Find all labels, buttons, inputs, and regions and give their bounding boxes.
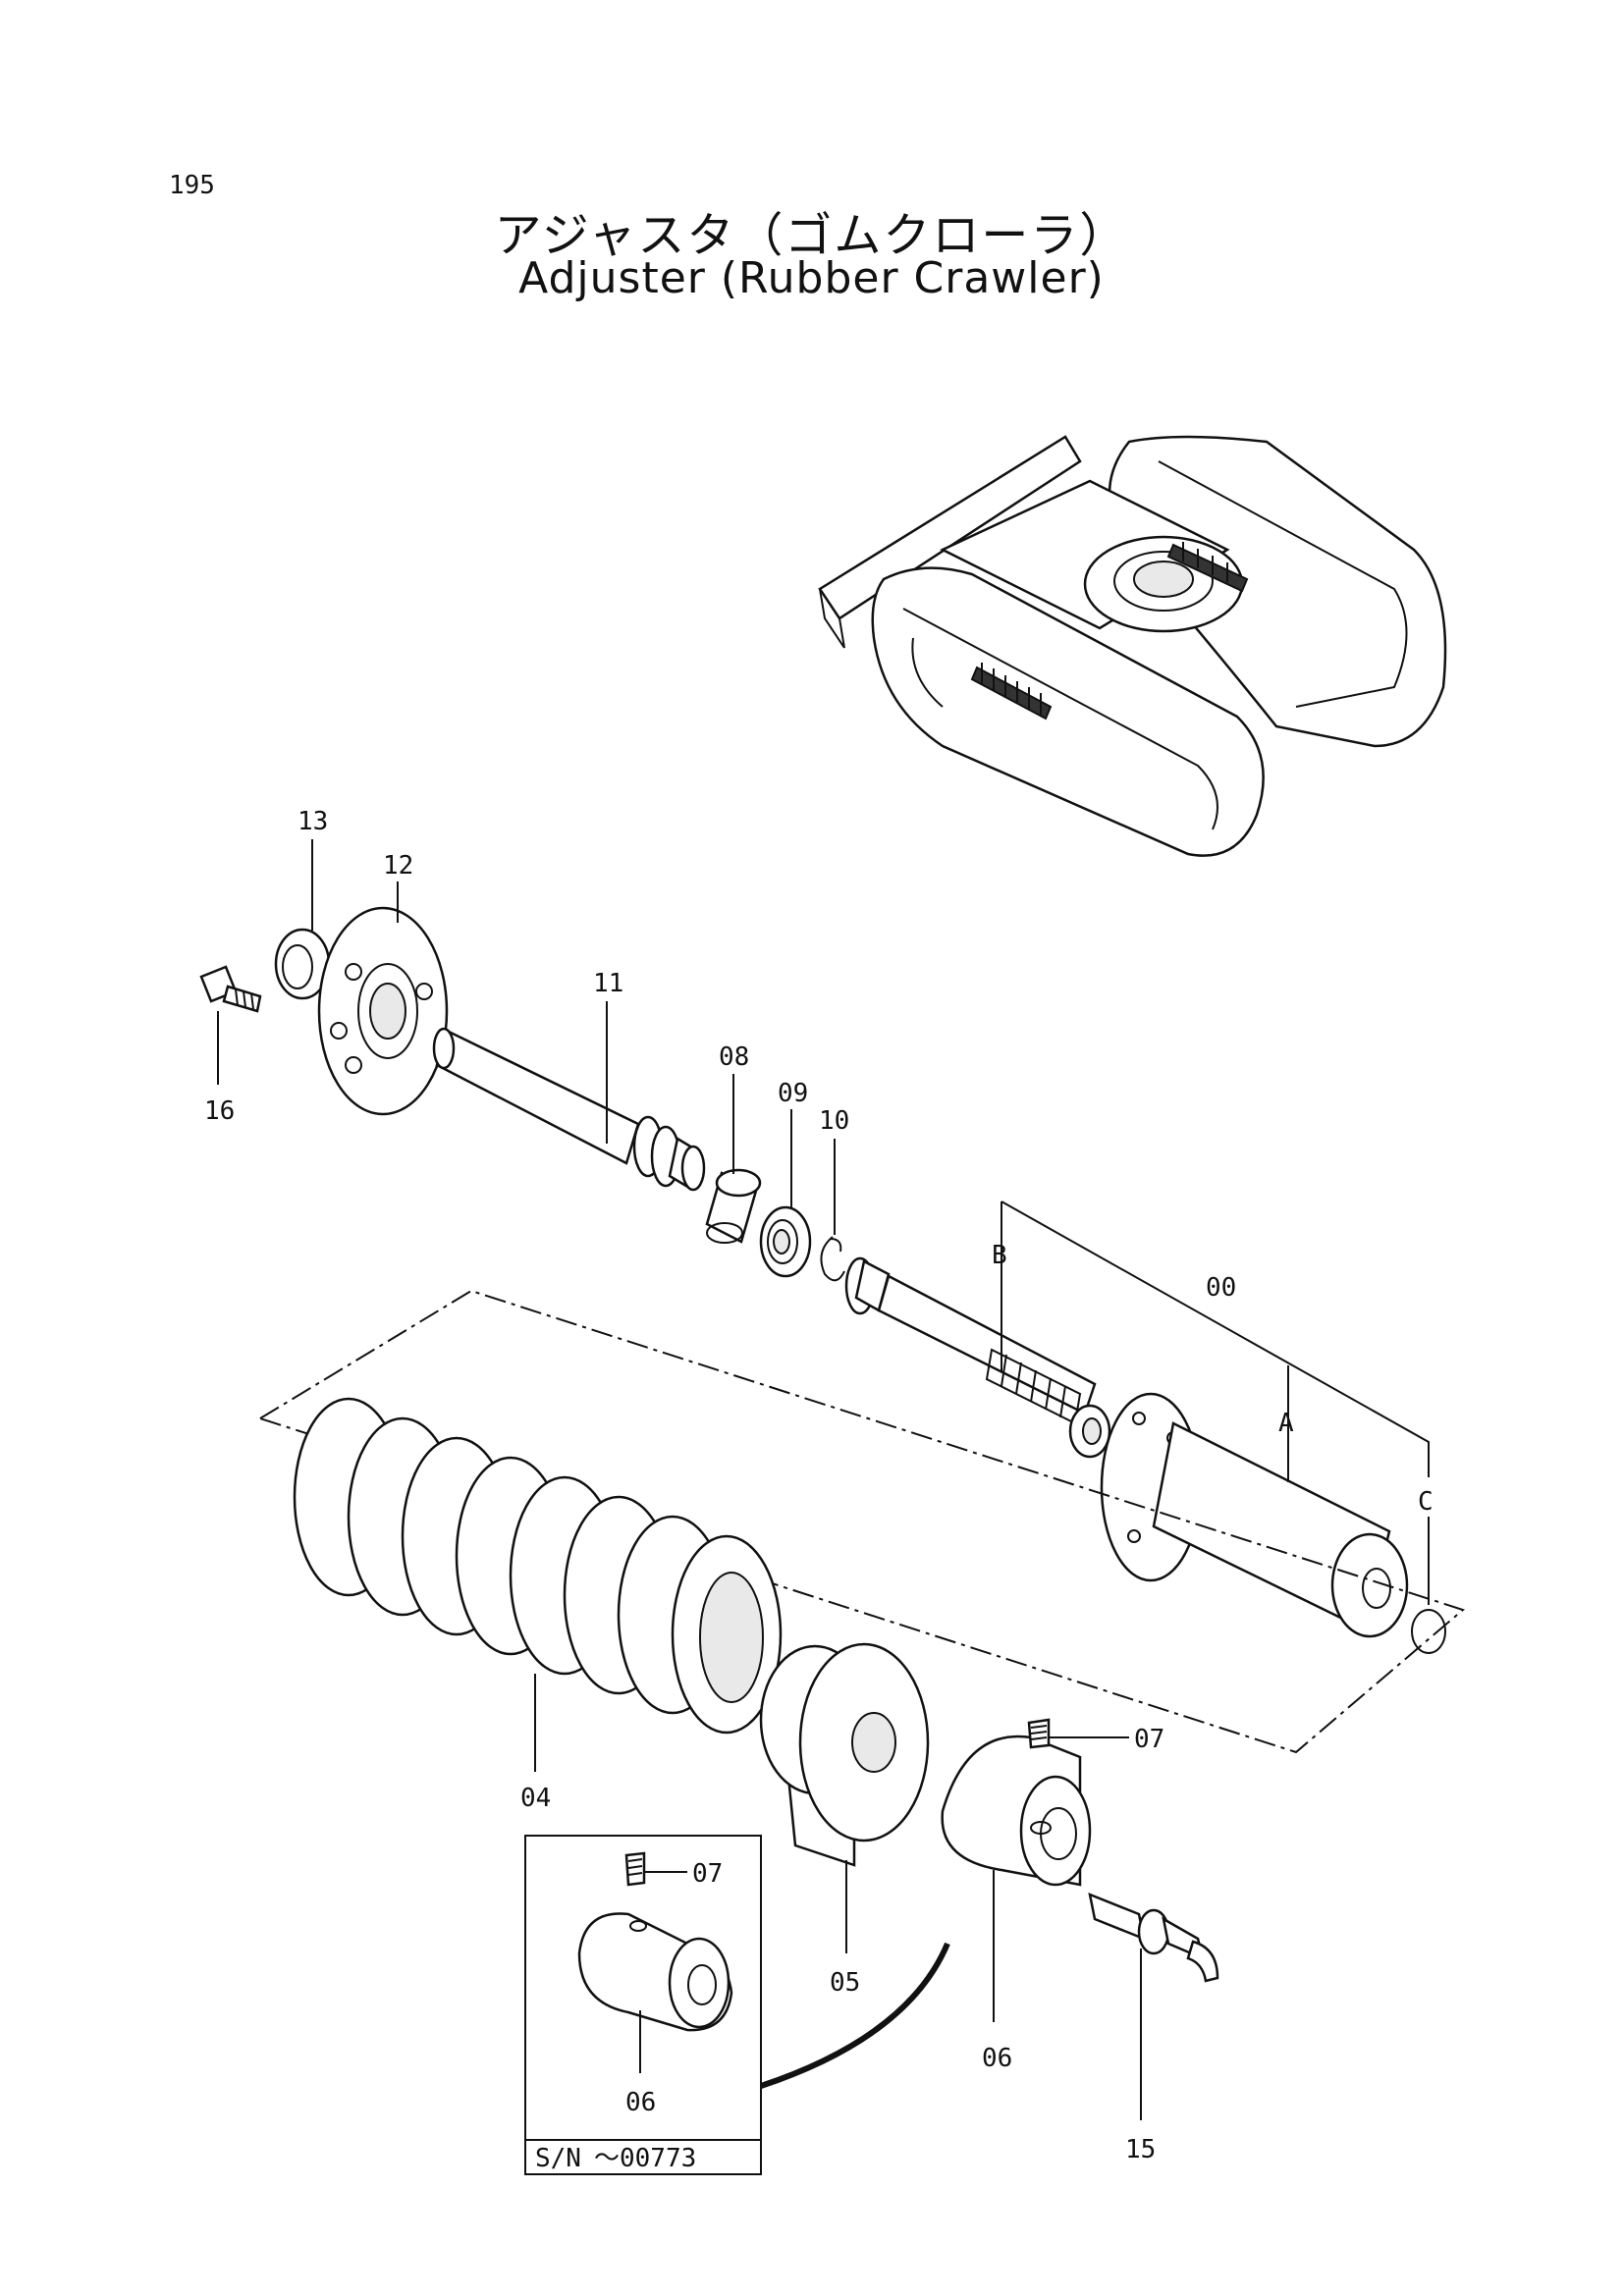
callout-c: C [1418,1487,1434,1517]
part-09-bearing: 09 [759,1079,812,1278]
part-06-holder: 06 [941,1735,1092,2073]
callout-00: 00 [1206,1273,1236,1303]
adjuster-location-near [970,663,1053,721]
inset-serial-variant: 07 06 S/N ～00773 [524,1835,762,2175]
inset-callout-06: 06 [625,2088,656,2117]
part-08-bushing: 08 [705,1042,762,1244]
inset-connector [760,1942,950,2089]
callout-11: 11 [593,969,623,998]
callout-07: 07 [1134,1725,1164,1754]
part-15-valve: 15 [1088,1892,1219,2164]
part-10-snap-ring: 10 [819,1106,849,1282]
callout-04: 04 [520,1784,551,1813]
page-title-japanese: アジャスタ（ゴムクローラ） [494,208,1129,263]
adjuster-location-far [1166,542,1249,593]
callout-b: B [992,1241,1007,1270]
callout-05: 05 [830,1968,860,1998]
page-number: 195 [169,171,215,200]
inset-callout-07: 07 [692,1859,723,1889]
part-16-bolt: 16 [199,965,262,1126]
serial-range: ～00773 [594,2144,696,2173]
part-12-flange: 12 [317,851,449,1116]
serial-label: S/N [535,2144,581,2173]
part-05-spring-seat: 05 [759,1642,930,1998]
callout-10: 10 [819,1106,849,1136]
part-04-spring: 04 [293,1397,783,1813]
page-title-english: Adjuster (Rubber Crawler) [518,253,1105,303]
machine-overview-illustration [818,435,1447,857]
part-00-cylinder-assembly: B 00 A C [844,1201,1446,1654]
callout-09: 09 [778,1079,808,1108]
part-13-seal: 13 [274,807,331,1000]
callout-08: 08 [719,1042,749,1072]
callout-15: 15 [1125,2135,1156,2164]
callout-06: 06 [982,2044,1012,2073]
callout-16: 16 [204,1096,235,1126]
part-07-grease-fitting: 07 [1027,1718,1164,1754]
callout-13: 13 [298,807,328,836]
callout-a: A [1278,1409,1294,1438]
callout-12: 12 [383,851,413,881]
part-11-rod: 11 [432,969,706,1192]
